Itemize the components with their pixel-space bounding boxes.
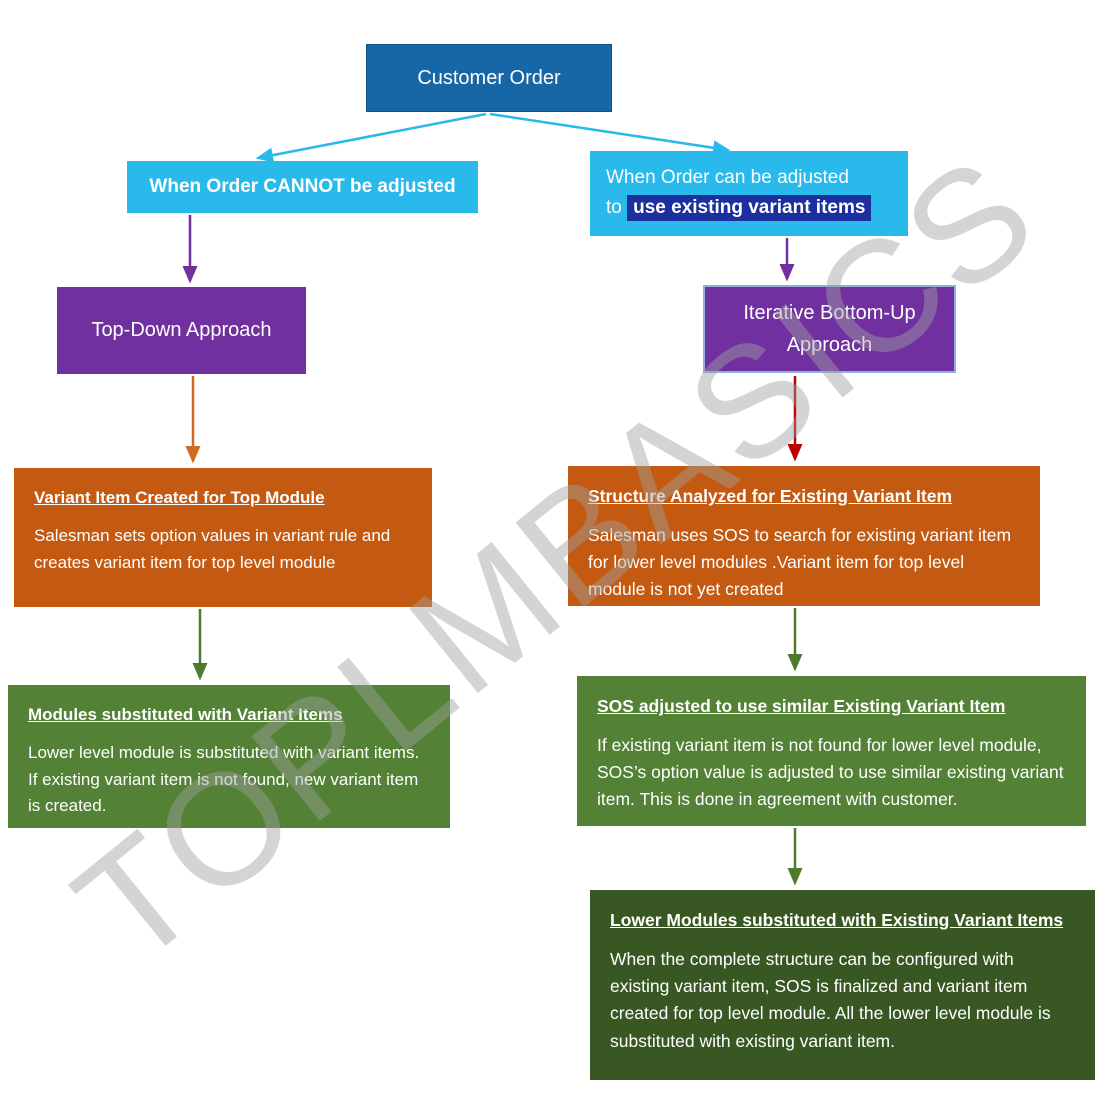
- node-body: Salesman sets option values in variant r…: [34, 526, 391, 572]
- right-condition-line1: When Order can be adjusted: [606, 167, 849, 188]
- node-title: Variant Item Created for Top Module: [34, 488, 325, 507]
- arrow-order-to-left-condition: [255, 112, 487, 163]
- right-condition-node: When Order can be adjusted to use existi…: [590, 151, 908, 236]
- left-condition-node: When Order CANNOT be adjusted: [127, 161, 478, 213]
- customer-order-label: Customer Order: [417, 66, 561, 89]
- structure-analyzed-node: Structure Analyzed for Existing Variant …: [568, 466, 1040, 606]
- variant-item-created-node: Variant Item Created for Top Module Sale…: [14, 468, 432, 607]
- node-title: Structure Analyzed for Existing Variant …: [588, 486, 953, 506]
- right-condition-highlight: use existing variant items: [627, 195, 872, 222]
- node-body: When the complete structure can be confi…: [610, 949, 1051, 1051]
- node-title: SOS adjusted to use similar Existing Var…: [597, 696, 1006, 716]
- right-condition-line2-prefix: to: [606, 197, 628, 219]
- node-body: Lower level module is substituted with v…: [28, 743, 420, 816]
- modules-substituted-node: Modules substituted with Variant Items L…: [8, 685, 450, 828]
- node-body: Salesman uses SOS to search for existing…: [588, 525, 1012, 600]
- sos-adjusted-node: SOS adjusted to use similar Existing Var…: [577, 676, 1086, 826]
- bottom-up-approach-node: Iterative Bottom-Up Approach: [703, 285, 956, 373]
- left-condition-label: When Order CANNOT be adjusted: [149, 176, 456, 197]
- top-down-approach-label: Top-Down Approach: [91, 319, 272, 341]
- top-down-approach-node: Top-Down Approach: [57, 287, 306, 374]
- bottom-up-approach-label: Iterative Bottom-Up Approach: [743, 302, 916, 356]
- node-title: Lower Modules substituted with Existing …: [610, 910, 1064, 930]
- node-body: If existing variant item is not found fo…: [597, 735, 1064, 810]
- customer-order-node: Customer Order: [366, 44, 612, 112]
- arrow-order-to-right-condition: [489, 112, 731, 156]
- lower-modules-substituted-node: Lower Modules substituted with Existing …: [590, 890, 1095, 1080]
- node-title: Modules substituted with Variant Items: [28, 705, 343, 724]
